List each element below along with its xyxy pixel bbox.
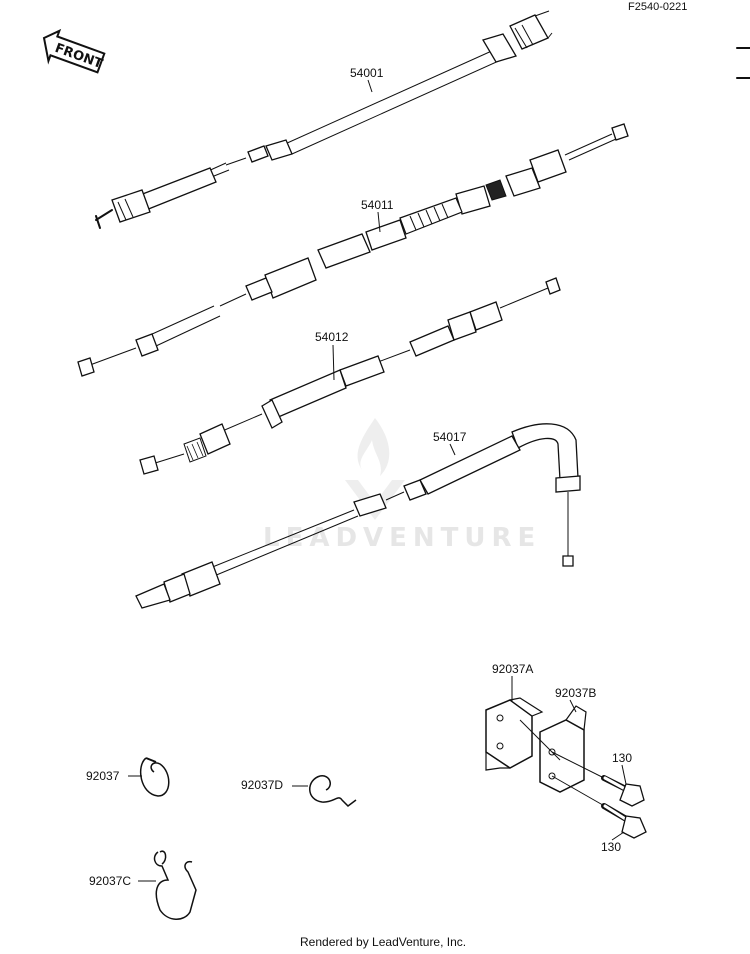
diagram-code: F2540-0221 — [628, 1, 687, 13]
front-arrow-icon — [42, 28, 106, 74]
bracket-assembly: 92037A 92037B — [485, 662, 596, 793]
part-label-92037A: 92037A — [492, 662, 533, 676]
part-label-92037C: 92037C — [89, 874, 131, 888]
part-label-54001: 54001 — [350, 66, 384, 80]
part-label-130-top: 130 — [612, 751, 632, 765]
cable-54017: 54017 — [135, 423, 581, 609]
part-label-92037: 92037 — [86, 769, 120, 783]
part-label-54017: 54017 — [433, 430, 467, 444]
part-label-130-bottom: 130 — [601, 840, 621, 854]
bolt-130-bottom: 130 — [551, 775, 647, 854]
cable-54001: 54001 — [95, 10, 553, 229]
front-arrow: FRONT — [42, 28, 106, 74]
part-label-92037B: 92037B — [555, 686, 596, 700]
cable-54011: 54011 — [77, 123, 629, 377]
clip-92037D: 92037D — [241, 775, 357, 807]
leadventure-watermark: LEADVENTURE — [263, 418, 535, 553]
v-watermark-icon — [345, 480, 405, 520]
part-label-54011: 54011 — [361, 198, 394, 212]
clamp-92037C: 92037C — [89, 850, 197, 920]
footer-rendered-by: Rendered by LeadVenture, Inc. — [300, 935, 466, 949]
clamp-92037: 92037 — [86, 757, 170, 797]
flame-watermark-icon — [357, 418, 390, 476]
cable-54012: 54012 — [139, 277, 561, 475]
part-label-92037D: 92037D — [241, 778, 283, 792]
bolt-130-top: 130 — [551, 751, 645, 807]
part-label-54012: 54012 — [315, 330, 349, 344]
